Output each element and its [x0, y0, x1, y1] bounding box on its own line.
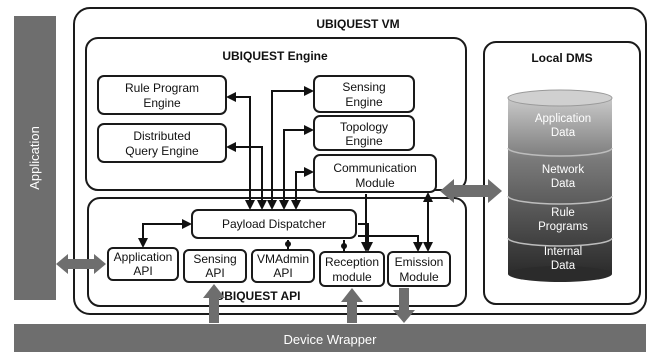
payload-dispatcher-label: Payload Dispatcher: [222, 217, 326, 231]
db-layer-rule-programs-line2: Programs: [538, 221, 588, 233]
communication-module-line1: Communication: [333, 161, 416, 175]
db-layer-network-data-line1: Network: [542, 164, 584, 176]
arrow-query-engine-dispatcher: [226, 142, 267, 210]
arrow-communication-local-dms: [440, 179, 502, 203]
local-dms-database: Application Data Network Data Rule Progr…: [507, 89, 613, 282]
stub-dot-reception: [341, 243, 347, 249]
arrow-topology-engine-dispatcher: [279, 125, 314, 210]
sensing-api-box: Sensing API: [183, 249, 247, 283]
reception-module-line2: module: [332, 270, 372, 284]
application-bar: Application: [14, 16, 56, 300]
db-layer-application-data-line2: Data: [551, 127, 576, 139]
rule-program-engine-box: Rule Program Engine: [97, 75, 227, 115]
arrow-communication-dispatcher: [291, 167, 314, 210]
communication-module-line2: Module: [355, 176, 395, 190]
sensing-engine-line1: Sensing: [342, 80, 385, 94]
arrow-sensing-engine-dispatcher: [267, 86, 314, 210]
stub-dot-vmadmin: [285, 241, 291, 247]
topology-engine-line1: Topology: [340, 120, 388, 134]
arrow-device-wrapper-reception: [341, 288, 363, 323]
db-layer-internal-data-line2: Data: [551, 260, 576, 272]
arrow-device-wrapper-sensing-api: [203, 284, 225, 323]
sensing-api-line1: Sensing: [193, 252, 236, 266]
arrow-application-bar-api: [56, 254, 106, 274]
vmadmin-api-box: VMAdmin API: [251, 249, 315, 283]
payload-dispatcher-box: Payload Dispatcher: [191, 209, 357, 239]
sensing-engine-line2: Engine: [345, 95, 383, 109]
rule-program-engine-line1: Rule Program: [125, 81, 199, 95]
ubiquest-engine-title: UBIQUEST Engine: [222, 49, 328, 63]
arrow-dispatcher-reception: [358, 223, 373, 252]
application-api-line1: Application: [114, 250, 173, 264]
sensing-engine-box: Sensing Engine: [313, 75, 415, 113]
topology-engine-line2: Engine: [345, 134, 383, 148]
distributed-query-engine-line2: Query Engine: [125, 144, 199, 158]
emission-module-box: Emission Module: [387, 251, 451, 287]
rule-program-engine-line2: Engine: [143, 96, 181, 110]
distributed-query-engine-line1: Distributed: [133, 129, 190, 143]
vmadmin-api-line1: VMAdmin: [257, 252, 309, 266]
application-bar-label: Application: [27, 126, 42, 190]
emission-module-line1: Emission: [395, 255, 444, 269]
db-layer-internal-data-line1: Internal: [544, 246, 582, 258]
db-layer-network-data-line2: Data: [551, 178, 576, 190]
topology-engine-box: Topology Engine: [313, 115, 415, 151]
arrow-dispatcher-emission: [358, 235, 423, 252]
local-dms-title: Local DMS: [531, 51, 592, 65]
device-wrapper-bar: Device Wrapper: [14, 324, 646, 352]
communication-module-box: Communication Module: [313, 154, 437, 193]
application-api-line2: API: [133, 264, 152, 278]
arrow-emission-device-wrapper: [393, 288, 415, 323]
connector-arrows: [56, 86, 502, 323]
ubiquest-api-title: UBIQUEST API: [216, 289, 301, 303]
sensing-api-line2: API: [205, 266, 224, 280]
ubiquest-vm-title: UBIQUEST VM: [316, 17, 399, 31]
distributed-query-engine-box: Distributed Query Engine: [97, 123, 227, 163]
vmadmin-api-line2: API: [273, 266, 292, 280]
application-api-box: Application API: [107, 247, 179, 281]
device-wrapper-label: Device Wrapper: [284, 332, 378, 347]
emission-module-line2: Module: [399, 270, 439, 284]
arrow-dispatcher-application-api: [138, 219, 192, 248]
db-layer-application-data-line1: Application: [535, 113, 591, 125]
reception-module-box: Reception module: [319, 251, 385, 287]
db-layer-rule-programs-line1: Rule: [551, 207, 575, 219]
reception-module-line1: Reception: [325, 255, 379, 269]
